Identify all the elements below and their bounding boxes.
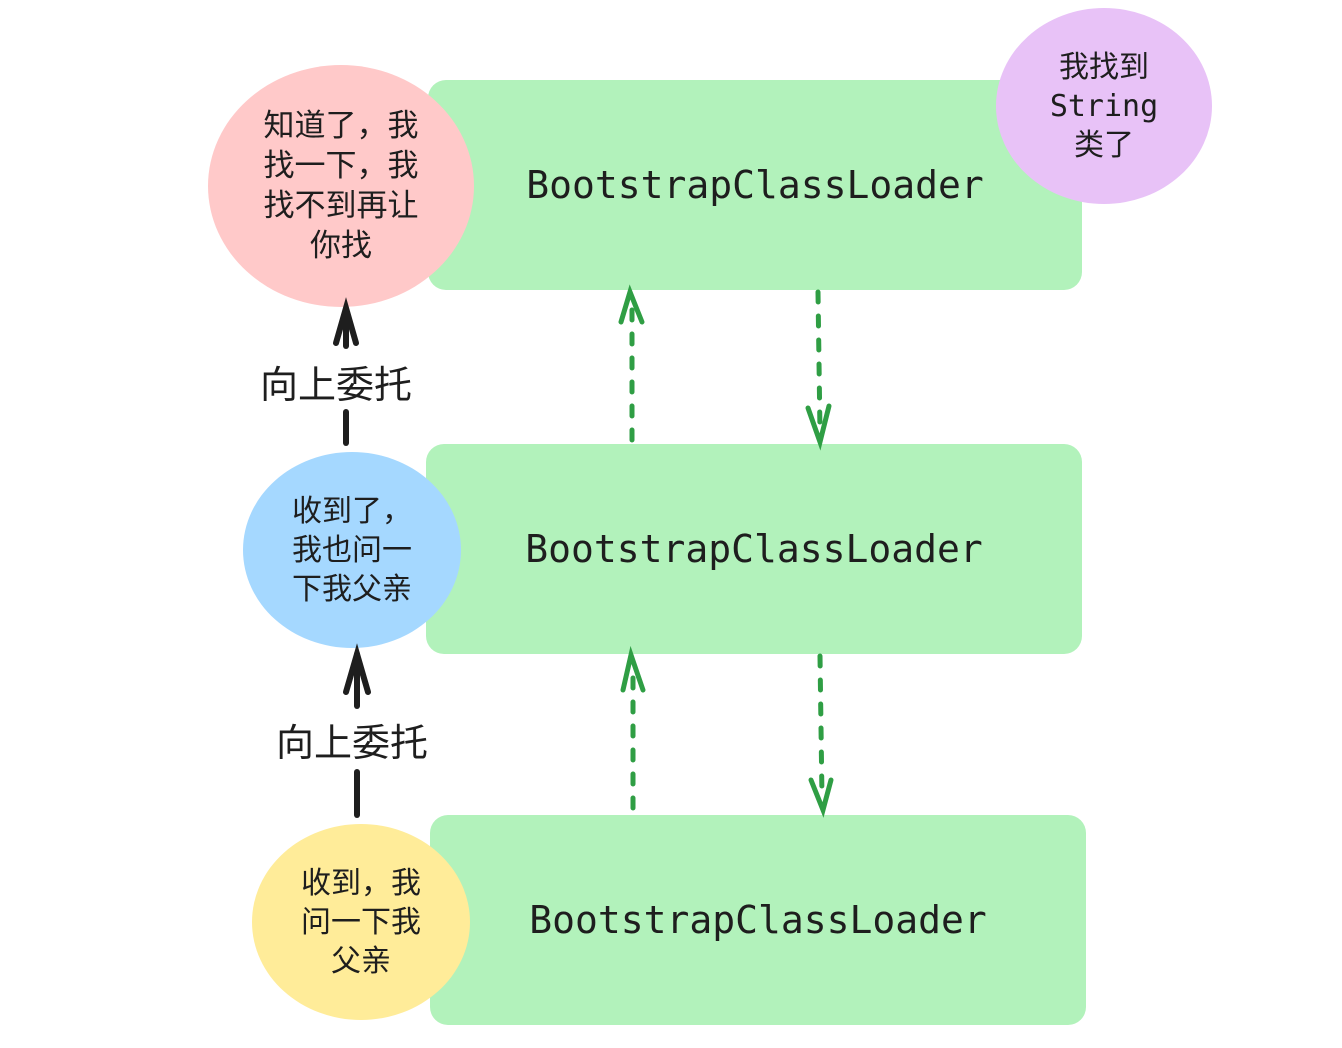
loader-label-bottom: BootstrapClassLoader — [529, 898, 987, 942]
delegate-label-upper: 向上委托 — [258, 354, 415, 409]
dashed-arrow-down-1 — [805, 289, 832, 451]
bubble-bottom-note: 收到，我 问一下我 父亲 — [252, 824, 470, 1020]
bubble-found-note: 我找到 String 类了 — [996, 8, 1212, 204]
delegate-label-lower: 向上委托 — [274, 712, 431, 767]
dashed-arrow-up-1 — [618, 284, 645, 443]
delegate-arrow-upper — [333, 297, 359, 446]
bubble-bottom-text: 收到，我 问一下我 父亲 — [301, 865, 421, 979]
delegate-arrow-lower — [343, 643, 371, 818]
bubble-middle-text: 收到了， 我也问一 下我父亲 — [292, 493, 412, 607]
loader-label-middle: BootstrapClassLoader — [525, 527, 983, 571]
bubble-middle-note: 收到了， 我也问一 下我父亲 — [243, 452, 461, 648]
dashed-arrow-up-2 — [620, 645, 646, 811]
loader-label-top: BootstrapClassLoader — [526, 163, 984, 207]
loader-box-middle: BootstrapClassLoader — [426, 444, 1082, 654]
bubble-found-text: 我找到 String 类了 — [1049, 49, 1159, 163]
dashed-arrow-down-2 — [808, 653, 834, 818]
loader-box-top: BootstrapClassLoader — [428, 80, 1082, 290]
bubble-top-text: 知道了，我 找一下，我 找不到再让 你找 — [263, 108, 419, 264]
loader-box-bottom: BootstrapClassLoader — [430, 815, 1086, 1025]
bubble-top-note: 知道了，我 找一下，我 找不到再让 你找 — [208, 65, 474, 307]
